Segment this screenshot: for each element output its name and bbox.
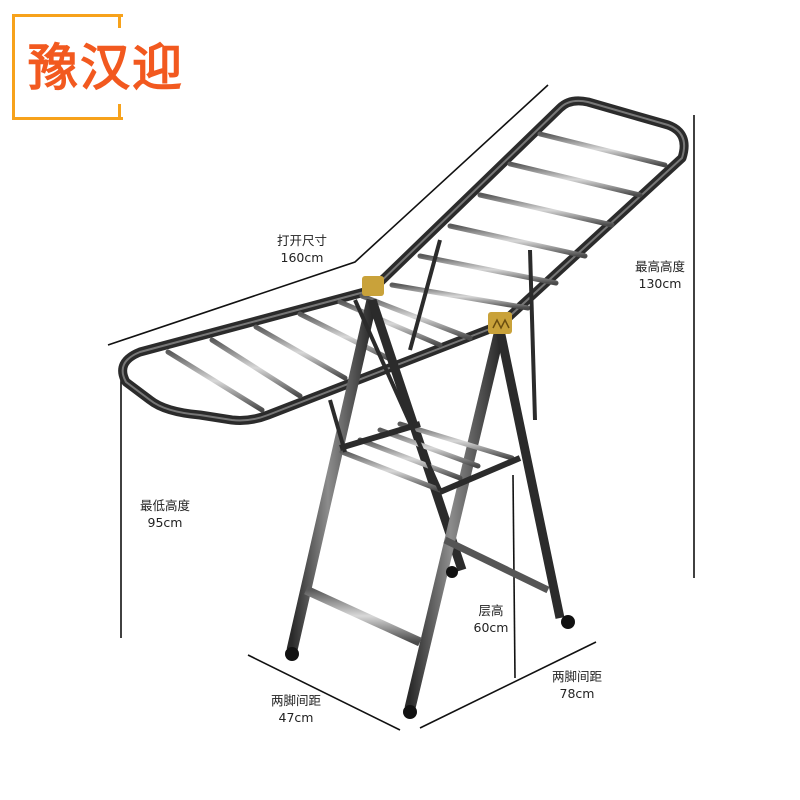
leg-span-front-line <box>419 641 597 729</box>
open-size-annotation: 打开尺寸 160cm <box>252 232 352 266</box>
hinge-brackets <box>362 276 512 334</box>
min-height-value: 95cm <box>147 515 183 530</box>
layer-height-label: 层高 <box>478 603 504 618</box>
min-height-annotation: 最低高度 95cm <box>125 497 205 531</box>
lower-wing <box>118 285 502 425</box>
upper-wing <box>368 96 689 329</box>
leg-span-side-annotation: 两脚间距 47cm <box>256 692 336 726</box>
logo-frame <box>12 14 123 120</box>
logo-frame-edge <box>118 104 121 118</box>
legs <box>285 239 575 719</box>
leg-span-front-annotation: 两脚间距 78cm <box>537 668 617 702</box>
leg-span-front-value: 78cm <box>559 686 595 701</box>
max-height-label: 最高高度 <box>634 259 685 274</box>
leg-span-side-label: 两脚间距 <box>270 693 321 708</box>
layer-height-annotation: 层高 60cm <box>466 602 516 636</box>
logo-text: 豫汉迎 <box>28 39 184 97</box>
leg-span-side-value: 47cm <box>278 710 314 725</box>
hinge-right <box>488 312 512 334</box>
open-size-line <box>107 84 549 346</box>
max-height-value: 130cm <box>638 276 682 291</box>
max-height-annotation: 最高高度 130cm <box>620 258 700 292</box>
open-size-label: 打开尺寸 <box>276 233 327 248</box>
leg-span-side-line <box>247 654 401 731</box>
hinge-left <box>362 276 384 296</box>
open-size-value: 160cm <box>280 250 324 265</box>
leg-span-front-label: 两脚间距 <box>551 669 602 684</box>
dimension-lines <box>107 84 695 731</box>
logo-frame-edge <box>118 14 121 28</box>
brand-logo: 豫汉迎 <box>12 14 237 124</box>
min-height-label: 最低高度 <box>139 498 190 513</box>
layer-height-value: 60cm <box>473 620 509 635</box>
